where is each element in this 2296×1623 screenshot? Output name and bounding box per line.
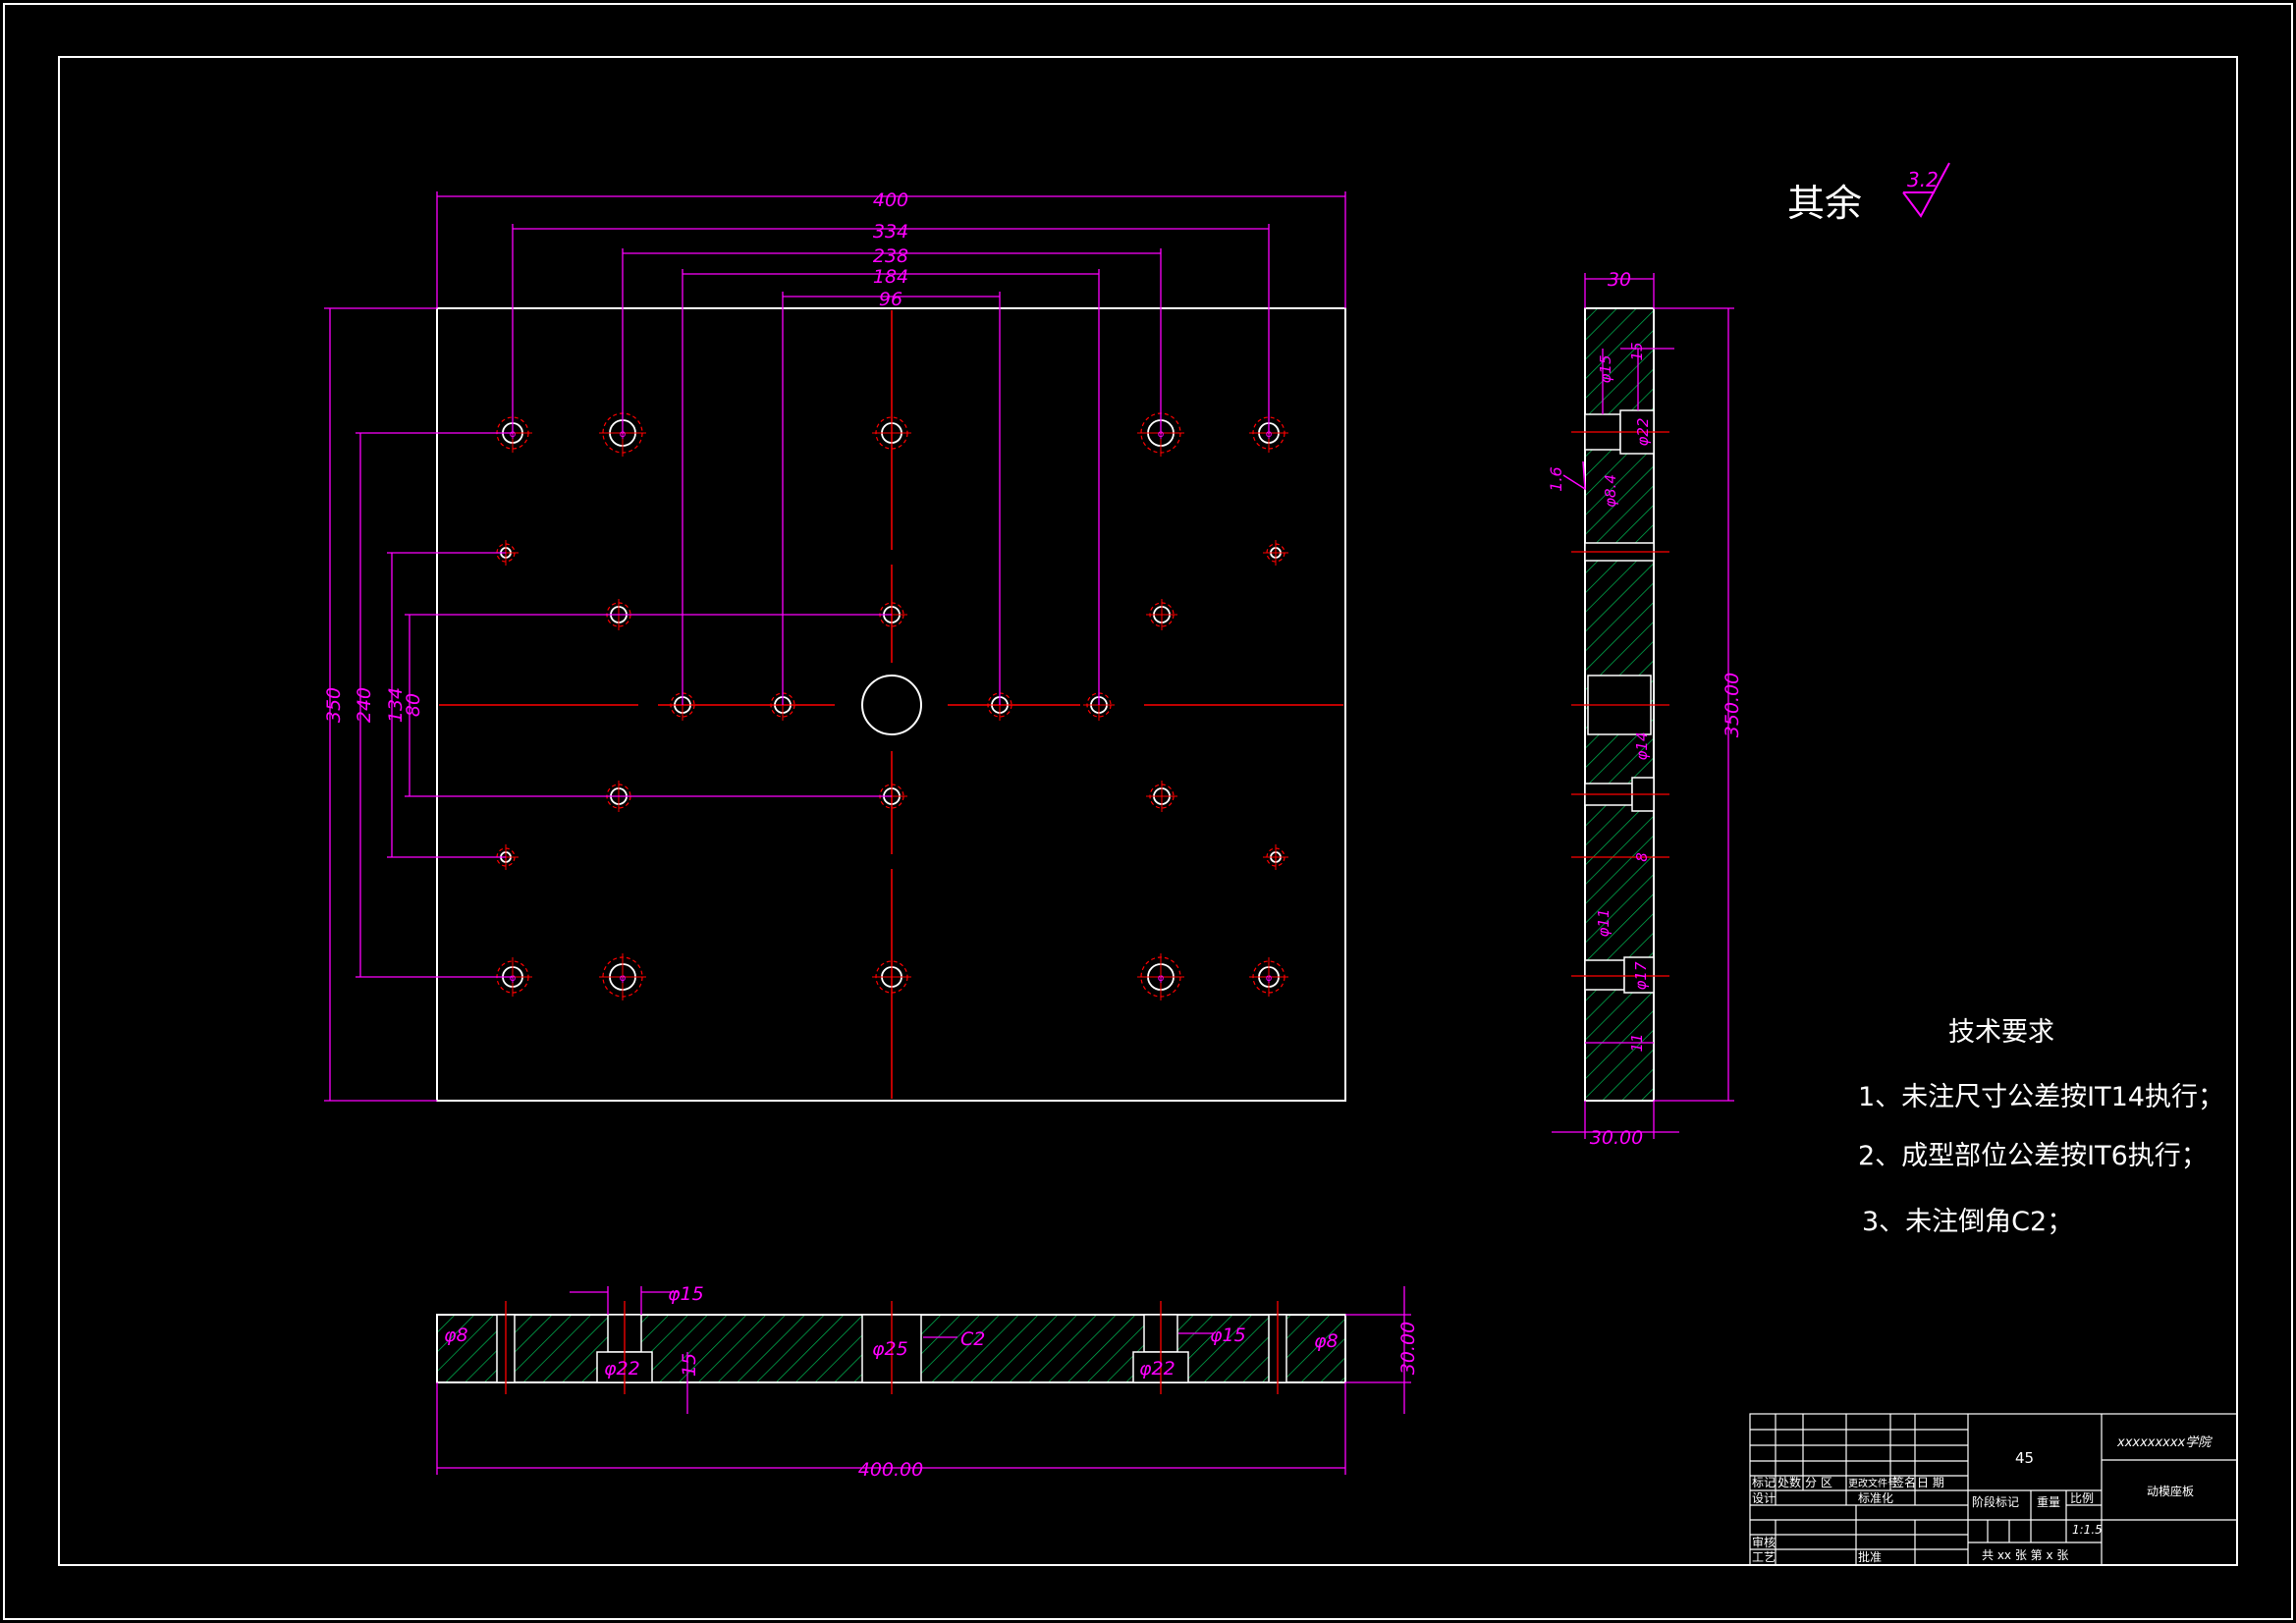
top-vertical-dims [324, 307, 892, 1102]
hole-label: φ [1158, 973, 1165, 984]
side-label-phi17: φ17 [1632, 961, 1650, 990]
dim-334: 334 [873, 221, 908, 243]
tb-header-0: 标记 [1752, 1476, 1776, 1489]
center-bore [861, 675, 922, 735]
front-label-phi25: φ25 [872, 1338, 908, 1360]
side-label-phi84: φ8.4 [1602, 474, 1619, 508]
side-roughness-symbol [1562, 460, 1586, 491]
side-label-15: 15 [1628, 342, 1646, 360]
plate-hole [1146, 781, 1177, 812]
requirements-title: 技术要求 [1948, 1017, 2054, 1048]
plate-hole [872, 413, 911, 453]
hole-label: φ [510, 429, 517, 440]
side-roughness: 1.6 [1547, 466, 1565, 491]
dim-96: 96 [879, 289, 902, 310]
plate-hole [872, 957, 911, 997]
side-centerlines [1571, 431, 1669, 977]
dim-400: 400 [873, 189, 908, 211]
side-dims [1552, 273, 1734, 1139]
front-label-phi22-right: φ22 [1139, 1358, 1175, 1380]
requirement-1: 1、未注尺寸公差按IT14执行； [1858, 1082, 2224, 1112]
tb-header-4: 签名 [1892, 1475, 1916, 1489]
side-label-phi15: φ15 [1597, 355, 1614, 384]
plate-outline [436, 307, 1346, 1102]
front-label-phi22-left: φ22 [604, 1358, 640, 1380]
tb-header-1: 处数 [1777, 1475, 1801, 1489]
tb-sheets: 共 xx 张 第 x 张 [1982, 1548, 2068, 1562]
hole-label: φ [1266, 429, 1273, 440]
plate-hole [1137, 953, 1184, 1001]
front-dims [436, 1286, 1411, 1475]
side-width-top: 30 [1608, 269, 1631, 291]
side-width-bottom: 30.00 [1590, 1127, 1643, 1149]
tb-stage: 阶段标记 [1972, 1494, 2019, 1509]
tb-row-review: 审核 [1752, 1535, 1776, 1549]
front-label-phi8-right: φ8 [1314, 1330, 1339, 1352]
tb-row-standard: 标准化 [1858, 1491, 1893, 1505]
top-view: φ φ φ φ φ φ φ φ 400 334 238 184 96 [323, 189, 1346, 1102]
tb-row-design: 设计 [1752, 1491, 1776, 1505]
outer-frame [3, 3, 2293, 1620]
side-label-8: 8 [1633, 852, 1651, 862]
front-length: 400.00 [858, 1459, 923, 1481]
side-view: 30 30.00 350.00 1.6 φ15 15 φ22 φ8.4 φ14 … [1547, 269, 1743, 1149]
top-horizontal-dims [436, 191, 1346, 705]
dim-184: 184 [873, 266, 908, 288]
surface-roughness-note: 其余 3.2 [1787, 162, 1950, 225]
front-label-phi15-left: φ15 [668, 1283, 704, 1305]
side-label-phi11: φ11 [1595, 909, 1613, 938]
roughness-value: 3.2 [1907, 168, 1939, 191]
front-centerlines [505, 1301, 1279, 1394]
requirement-2: 2、成型部位公差按IT6执行； [1858, 1141, 2208, 1171]
tb-material: 45 [2015, 1449, 2034, 1467]
tb-ratio: 比例 [2070, 1491, 2094, 1505]
hole-label: φ [1266, 973, 1273, 984]
hole-label: φ [510, 973, 517, 984]
tb-header-2: 分 区 [1805, 1476, 1832, 1489]
inner-frame [58, 56, 2238, 1566]
tb-row-process: 工艺 [1752, 1550, 1776, 1564]
dim-134: 134 [385, 687, 407, 723]
front-label-phi15-right: φ15 [1210, 1325, 1246, 1346]
title-block: 标记 处数 分 区 更改文件号 签名 日 期 设计 标准化 审核 工艺 批准 阶… [1749, 1413, 2238, 1566]
front-thickness: 30.00 [1397, 1322, 1419, 1375]
tb-weight: 重量 [2037, 1495, 2060, 1509]
side-label-phi14: φ14 [1633, 732, 1651, 761]
dim-238: 238 [873, 245, 908, 267]
roughness-label: 其余 [1787, 182, 1862, 225]
plate-hole [1263, 844, 1288, 870]
plate-hole [1263, 540, 1288, 566]
front-label-phi8-left: φ8 [444, 1325, 468, 1346]
front-view: 400.00 30.00 φ15 φ8 φ22 15 φ25 C2 φ15 φ2… [436, 1283, 1419, 1481]
side-label-phi22: φ22 [1634, 418, 1652, 447]
hole-label: φ [620, 429, 627, 440]
side-label-11: 11 [1628, 1033, 1646, 1052]
dim-80: 80 [403, 693, 424, 717]
requirement-3: 3、未注倒角C2； [1862, 1207, 2073, 1237]
plate-hole [1249, 957, 1288, 997]
tb-header-3: 更改文件号 [1848, 1477, 1897, 1489]
tb-school: xxxxxxxxx学院 [2116, 1434, 2213, 1450]
side-height: 350.00 [1722, 673, 1743, 737]
technical-requirements: 技术要求 1、未注尺寸公差按IT14执行； 2、成型部位公差按IT6执行； 3、… [1858, 1017, 2224, 1237]
dim-240: 240 [354, 687, 375, 723]
roughness-symbol [1902, 162, 1950, 218]
tb-scale: 1:1.5 [2072, 1523, 2103, 1537]
hole-label: φ [1158, 429, 1165, 440]
tb-header-5: 日 期 [1917, 1476, 1944, 1489]
plate-hole [1146, 599, 1177, 630]
plate-hole [599, 953, 646, 1001]
tb-part-name: 动模座板 [2147, 1484, 2194, 1498]
front-label-c2: C2 [960, 1328, 985, 1350]
front-label-15: 15 [679, 1353, 700, 1377]
hole-label: φ [620, 973, 627, 984]
dim-350: 350 [323, 687, 345, 723]
tb-row-approve: 批准 [1858, 1549, 1882, 1564]
